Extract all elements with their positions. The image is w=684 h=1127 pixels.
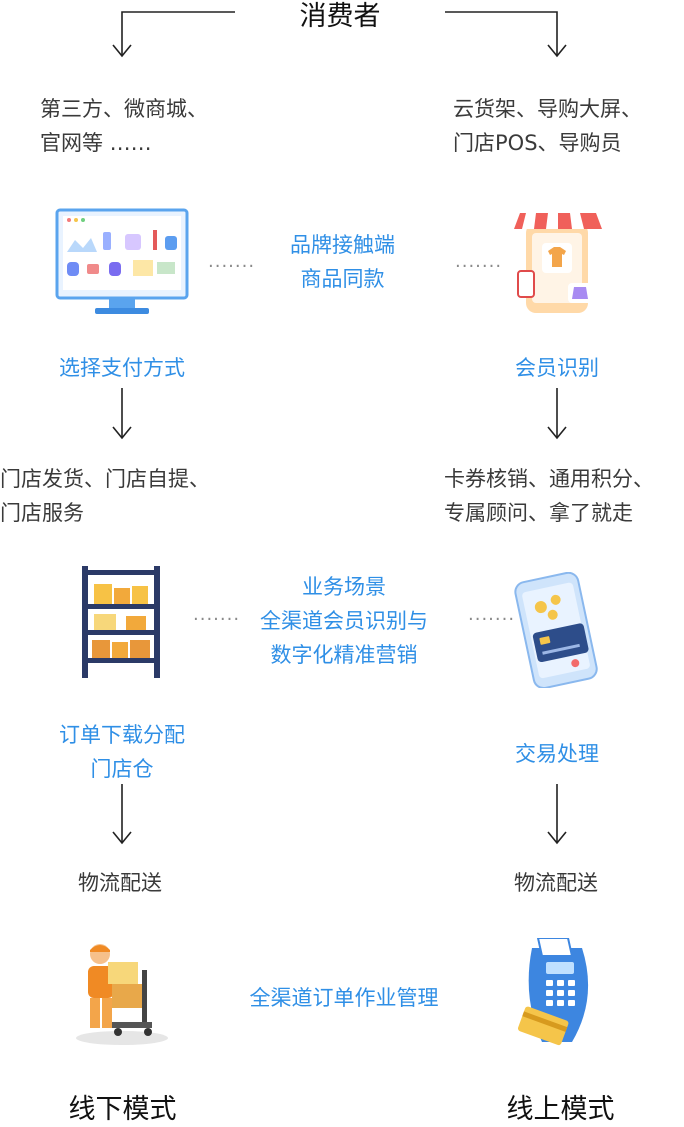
arrow-right-2: [547, 784, 567, 845]
left-channels-line2: 官网等 ……: [40, 131, 152, 155]
dots-right-1: ·······: [455, 256, 503, 277]
dots-left-1: ·······: [208, 256, 256, 277]
select-payment-label: 选择支付方式: [59, 356, 185, 380]
touchpoint-line2: 商品同款: [300, 267, 385, 291]
arrow-left-1: [112, 388, 132, 440]
dots-right-2: ·······: [468, 609, 516, 630]
touchpoint-line1: 品牌接触端: [290, 233, 395, 257]
left-fulfill-line2: 门店服务: [0, 501, 84, 525]
left-logistics-label: 物流配送: [78, 871, 162, 895]
left-channels-line1: 第三方、微商城、: [40, 97, 208, 121]
scene-line2: 全渠道会员识别与: [260, 609, 428, 633]
scene-line3: 数字化精准营销: [270, 643, 418, 667]
top-right-branch: [445, 11, 558, 55]
arrow-left-2: [112, 784, 132, 845]
order-line1: 订单下载分配: [59, 723, 185, 747]
offline-mode-label: 线下模式: [68, 1094, 177, 1125]
transaction-label: 交易处理: [515, 742, 599, 766]
phone-payment-icon: [514, 572, 598, 688]
top-left-branch: [121, 11, 235, 55]
member-id-label: 会员识别: [515, 356, 599, 380]
pos-terminal-icon: [517, 938, 589, 1046]
right-channels-line2: 门店POS、导购员: [453, 131, 622, 155]
order-mgmt-label: 全渠道订单作业管理: [249, 986, 439, 1010]
arrow-right-1: [547, 388, 567, 440]
right-channels-line1: 云货架、导购大屏、: [453, 97, 642, 121]
order-line2: 门店仓: [90, 757, 154, 781]
dots-left-2: ·······: [193, 609, 241, 630]
consumer-label: 消费者: [299, 1, 381, 32]
desktop-shop-icon: [55, 208, 189, 314]
left-fulfill-line1: 门店发货、门店自提、: [0, 467, 210, 491]
warehouse-shelf-icon: [82, 566, 160, 678]
mobile-store-icon: [514, 213, 602, 313]
online-mode-label: 线上模式: [506, 1094, 615, 1125]
right-logistics-label: 物流配送: [514, 871, 598, 895]
scene-line1: 业务场景: [302, 575, 386, 599]
right-benefits-line2: 专属顾问、拿了就走: [444, 501, 633, 525]
courier-delivery-icon: [76, 944, 168, 1045]
right-benefits-line1: 卡券核销、通用积分、: [444, 467, 654, 491]
